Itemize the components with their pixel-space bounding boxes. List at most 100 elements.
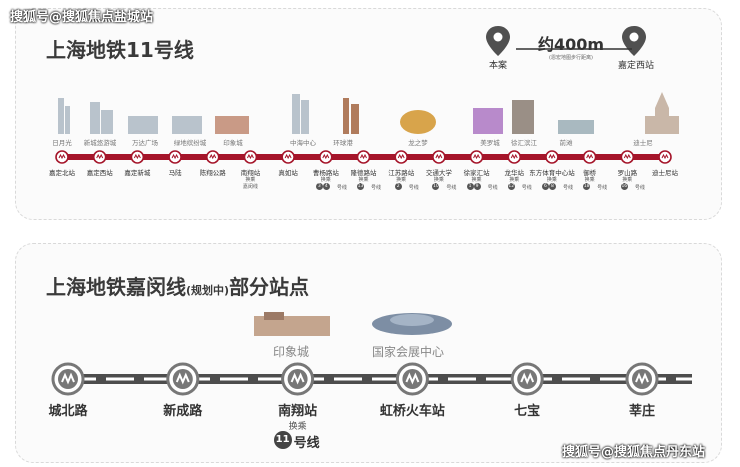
- landmark-label: 前滩: [559, 139, 573, 147]
- metro-logo-icon: [469, 150, 484, 164]
- building-illustration: [343, 98, 349, 134]
- metro-logo-icon: [243, 150, 258, 164]
- station-name: 徐家汇站: [463, 169, 490, 177]
- transfer-line-badge: 10: [432, 183, 440, 190]
- landmark-label: 印象城: [223, 139, 243, 147]
- watermark-bottom: 搜狐号@搜狐焦点丹东站: [562, 445, 706, 460]
- metro-logo-icon: [319, 150, 333, 164]
- transfer-line-badge: 18: [583, 183, 591, 190]
- station-transfer-label: 换乘: [358, 177, 369, 183]
- station-name: 南翔站: [240, 169, 261, 177]
- metro-logo-icon: [205, 150, 220, 164]
- transfer-line-badge: 16: [620, 183, 628, 190]
- station-name: 龙华站: [504, 169, 525, 177]
- landmark-label: 中海中心: [290, 139, 316, 147]
- station-name: 罗山路: [617, 169, 638, 177]
- transfer-line-suffix: 号线: [487, 185, 498, 191]
- station-name: 城北路: [48, 404, 88, 419]
- building-illustration: [172, 116, 202, 134]
- transfer-line-suffix: 号线: [634, 185, 645, 191]
- metro-logo-icon: [395, 362, 429, 396]
- station-name: 御桥: [583, 169, 597, 177]
- station-name: 嘉定西站: [86, 169, 113, 177]
- building-illustration: [512, 100, 534, 134]
- line11-card: [15, 8, 722, 220]
- station-name: 虹桥火车站: [379, 404, 445, 419]
- metro-logo-icon: [356, 150, 371, 164]
- building-illustration: [58, 98, 64, 134]
- station-transfer-label: 换乘: [320, 177, 331, 183]
- station-transfer-label: 换乘: [509, 177, 520, 183]
- station-transfer-label: 换乘: [622, 177, 633, 183]
- metro-logo-icon: [545, 150, 559, 164]
- landmark-label: 徐汇滨江: [511, 139, 537, 147]
- building-illustration: [128, 116, 158, 134]
- building-illustration: [65, 106, 70, 134]
- jiamin-title-planned: (规划中): [186, 284, 230, 297]
- station-transfer-label: 换乘: [546, 177, 557, 183]
- station-transfer-label: 换乘: [396, 177, 407, 183]
- transfer-line-badge: 8: [548, 183, 556, 190]
- station-transfer-label: 换乘: [288, 422, 307, 432]
- station-transfer-label: 换乘: [471, 177, 482, 183]
- jiamin-title: 上海地铁嘉闵线(规划中)部分站点: [46, 271, 309, 300]
- station-name: 七宝: [514, 404, 541, 419]
- jiamin-landmark-illustrations: [254, 312, 452, 336]
- station-name: 隆德路站: [350, 169, 377, 177]
- metro-logo-icon: [582, 150, 597, 164]
- building-illustration: [292, 94, 300, 134]
- station-name: 真如站: [278, 169, 298, 177]
- metro-logo-icon: [620, 150, 635, 164]
- transfer-line-suffix: 号线: [446, 185, 457, 191]
- building-illustration: [351, 104, 359, 134]
- station-name: 莘庄: [628, 404, 656, 419]
- landmark-label: 美罗城: [480, 139, 500, 147]
- station-name: 江苏路站: [388, 169, 415, 177]
- transfer-line-suffix: 号线: [562, 185, 573, 191]
- landmark-label: 环球港: [333, 139, 353, 147]
- building-illustration: [215, 116, 249, 134]
- transfer-line-badge: 3: [315, 183, 323, 190]
- station-transfer-label: 换乘: [433, 177, 444, 183]
- transfer-line-badge: 1: [466, 183, 474, 190]
- station-name: 陈翔公路: [199, 169, 226, 177]
- metro-logo-icon: [394, 150, 408, 164]
- landmark-label: 迪士尼: [633, 139, 653, 147]
- transfer-line-suffix: 号线: [521, 185, 532, 191]
- metro-logo-icon: [507, 150, 522, 164]
- distance-indicator: [486, 26, 646, 56]
- jiamin-title-main: 上海地铁嘉闵线: [46, 275, 186, 299]
- distance-label: 约400m: [537, 35, 605, 54]
- transfer-line-badge: 11: [273, 431, 292, 449]
- transfer-line-badge: 13: [357, 183, 364, 190]
- building-illustration: [400, 110, 436, 134]
- watermark-top: 搜狐号@搜狐焦点盐城站: [10, 10, 154, 25]
- transfer-line-badge: 9: [473, 183, 481, 190]
- distance-to: 嘉定西站: [617, 61, 655, 71]
- station-name: 嘉定新城: [124, 169, 151, 177]
- jiamin-landmark-label: 印象城: [272, 345, 310, 359]
- line11-title: 上海地铁11号线: [46, 38, 194, 62]
- building-illustration: [372, 313, 452, 335]
- metro-logo-icon: [281, 362, 315, 396]
- transfer-line-suffix: 号线: [597, 185, 608, 191]
- transfer-line-badge: 6: [541, 183, 549, 190]
- station-name: 南翔站: [278, 404, 318, 419]
- building-illustration: [473, 108, 503, 134]
- landmark-label: 龙之梦: [408, 139, 428, 147]
- transfer-line-suffix: 号线: [336, 185, 347, 191]
- transfer-line-suffix: 号线: [293, 436, 320, 451]
- metro-logo-icon: [625, 362, 659, 396]
- building-illustration: [90, 102, 100, 134]
- station-name: 交通大学: [425, 169, 452, 177]
- metro-logo-icon: [92, 150, 107, 164]
- transfer-line-badge: 4: [322, 183, 330, 190]
- landmark-label: 万达广场: [132, 139, 158, 147]
- station-name: 曹杨路站: [312, 169, 339, 177]
- map-pin-icon: [486, 26, 510, 56]
- transfer-line-badge: 12: [507, 183, 515, 190]
- landmark-label: 日月光: [52, 139, 72, 147]
- landmark-illustrations: [58, 92, 679, 134]
- jiamin-landmark-label: 国家会展中心: [371, 345, 445, 359]
